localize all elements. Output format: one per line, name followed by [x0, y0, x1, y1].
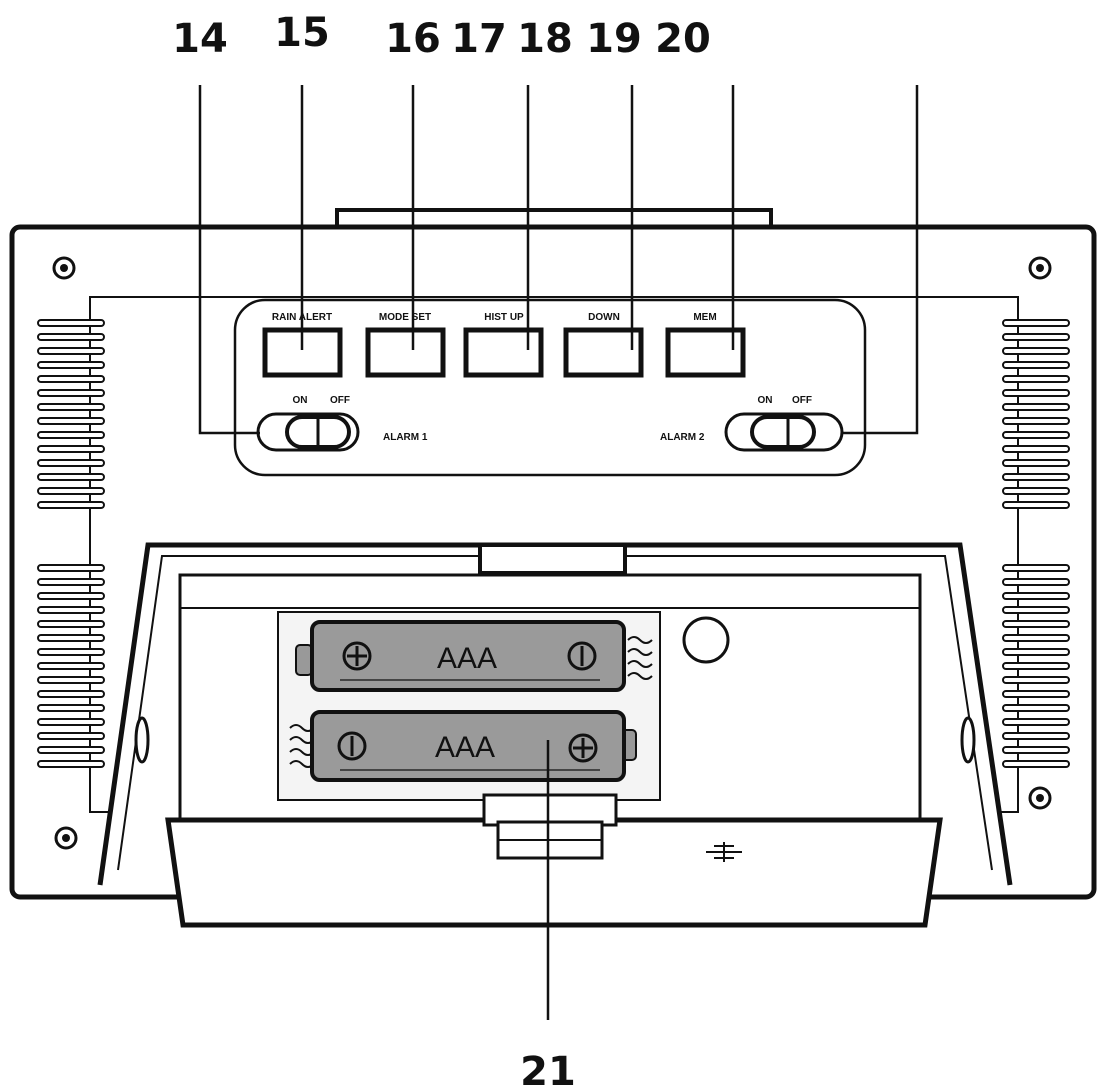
- callout-leader-lines: [198, 85, 919, 435]
- vent-slot: [37, 760, 105, 768]
- vent-slot: [37, 662, 105, 670]
- vent-slot: [1002, 620, 1070, 628]
- switch-on-label: ON: [293, 395, 308, 406]
- vent-slot: [37, 487, 105, 495]
- vent-slot: [37, 564, 105, 572]
- switch-off-label: OFF: [330, 395, 350, 406]
- switch-on-label: ON: [758, 395, 773, 406]
- battery-top-label: AAA: [437, 642, 497, 675]
- vent-slot: [37, 473, 105, 481]
- battery-cover-door[interactable]: [165, 793, 943, 928]
- vent-slot: [37, 431, 105, 439]
- battery-compartment: [178, 573, 922, 822]
- vent-slot: [37, 417, 105, 425]
- vent-slot: [1002, 375, 1070, 383]
- vent-slot: [1002, 690, 1070, 698]
- latch-grip-icon: [706, 842, 742, 862]
- vent-slot: [1002, 648, 1070, 656]
- vent-slot: [1002, 473, 1070, 481]
- alarm-2-switch[interactable]: ON OFF ALARM 2: [660, 395, 844, 452]
- vent-slot: [37, 592, 105, 600]
- vent-slot: [37, 389, 105, 397]
- callout-16: 16: [385, 16, 441, 62]
- button-down[interactable]: DOWN: [563, 312, 644, 378]
- vent-slot: [37, 375, 105, 383]
- vent-slot: [37, 606, 105, 614]
- button-label: MEM: [693, 312, 716, 323]
- vent-slot: [1002, 704, 1070, 712]
- vent-slot: [1002, 564, 1070, 572]
- vent-slot: [1002, 319, 1070, 327]
- vent-slot: [37, 732, 105, 740]
- vent-slot: [1002, 634, 1070, 642]
- vent-slot: [37, 347, 105, 355]
- vent-slot: [1002, 606, 1070, 614]
- battery-bottom-label: AAA: [435, 731, 495, 764]
- vent-slot: [1002, 676, 1070, 684]
- callout-21: 21: [520, 1049, 576, 1092]
- screw-icon: [52, 256, 1052, 850]
- left-vent-slots: [37, 319, 105, 768]
- vent-slot: [1002, 459, 1070, 467]
- minus-terminal-icon: [337, 731, 367, 761]
- button-mem[interactable]: MEM: [665, 312, 746, 378]
- vent-slot: [37, 403, 105, 411]
- vent-slot: [1002, 760, 1070, 768]
- vent-slot: [37, 459, 105, 467]
- vent-slot: [1002, 501, 1070, 509]
- vent-slot: [37, 578, 105, 586]
- vent-slot: [1002, 732, 1070, 740]
- vent-slot: [37, 361, 105, 369]
- alarm-1-label: ALARM 1: [383, 432, 428, 443]
- callout-17: 17: [451, 16, 507, 62]
- vent-slot: [1002, 487, 1070, 495]
- vent-slot: [1002, 431, 1070, 439]
- vent-slot: [1002, 403, 1070, 411]
- vent-slot: [37, 704, 105, 712]
- vent-slot: [1002, 347, 1070, 355]
- vent-slot: [37, 333, 105, 341]
- vent-slot: [1002, 746, 1070, 754]
- vent-slot: [37, 648, 105, 656]
- callout-20: 20: [655, 16, 711, 62]
- vent-slot: [37, 319, 105, 327]
- vent-slot: [37, 501, 105, 509]
- vent-slot: [1002, 445, 1070, 453]
- vent-slot: [1002, 417, 1070, 425]
- button-label: MODE SET: [379, 312, 431, 323]
- vent-slot: [37, 676, 105, 684]
- vent-slot: [37, 620, 105, 628]
- button-label: HIST UP: [484, 312, 524, 323]
- vent-slot: [1002, 389, 1070, 397]
- button-label: DOWN: [588, 312, 620, 323]
- switch-off-label: OFF: [792, 395, 812, 406]
- callout-19: 19: [586, 16, 642, 62]
- vent-slot: [37, 746, 105, 754]
- vent-slot: [1002, 718, 1070, 726]
- callout-15: 15: [274, 10, 330, 56]
- right-vent-slots: [1002, 319, 1070, 768]
- vent-slot: [37, 718, 105, 726]
- battery-bottom: AAA: [310, 710, 637, 782]
- compartment-hole: [682, 616, 730, 664]
- plus-terminal-icon: [342, 641, 372, 671]
- minus-terminal-icon: [567, 641, 597, 671]
- alarm-2-label: ALARM 2: [660, 432, 705, 443]
- battery-top: AAA: [295, 620, 626, 692]
- vent-slot: [1002, 361, 1070, 369]
- vent-slot: [1002, 578, 1070, 586]
- callout-14: 14: [172, 16, 228, 62]
- vent-slot: [37, 690, 105, 698]
- vent-slot: [37, 634, 105, 642]
- button-mode-set[interactable]: MODE SET: [365, 312, 446, 378]
- plus-terminal-icon: [568, 733, 598, 763]
- vent-slot: [1002, 592, 1070, 600]
- vent-slot: [1002, 662, 1070, 670]
- callout-18: 18: [517, 16, 573, 62]
- vent-slot: [1002, 333, 1070, 341]
- vent-slot: [37, 445, 105, 453]
